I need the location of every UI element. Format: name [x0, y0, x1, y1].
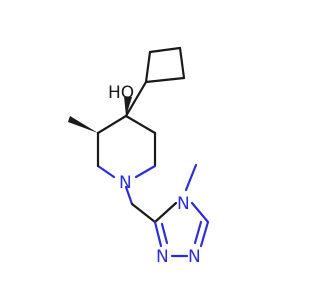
cyclobutyl-ring — [144, 46, 186, 84]
bond-n4-methyl — [184, 163, 198, 192]
bond-n4-c5t — [190, 201, 210, 224]
triazole-n1-label: N — [188, 247, 201, 267]
piperidine-nitrogen-label: N — [119, 173, 132, 193]
bond-n2-c3t-double-a — [153, 220, 163, 248]
bond-c3-c4 — [96, 114, 128, 135]
hydroxyl-label: HO — [108, 83, 134, 103]
bond-c4-cyclobutyl — [124, 80, 148, 118]
bond-c5t-n1-double-b — [193, 220, 203, 245]
structure-diagram: HO N N N N — [68, 46, 210, 267]
bond-cb-3 — [178, 46, 186, 80]
bond-c5t-n1-double-a — [199, 220, 210, 248]
wedge-bond-c3-methyl — [68, 116, 98, 133]
triazole-ring — [153, 201, 210, 258]
bond-cb-2 — [148, 46, 182, 54]
bond-cb-1 — [144, 50, 152, 84]
bond-n1-c2 — [96, 164, 116, 179]
piperidine-ring — [96, 114, 157, 179]
bond-c3t-n4 — [153, 201, 178, 224]
molecule-canvas: HO N N N N — [68, 46, 210, 267]
bond-n1-ch2 — [124, 185, 134, 206]
bond-c6-n1 — [134, 164, 157, 179]
bond-n2-c3t-double-b — [160, 222, 169, 245]
triazole-n2-label: N — [156, 247, 169, 267]
bond-ch2-triazole — [130, 202, 157, 224]
wedge-bond-c4-oh — [124, 96, 132, 116]
bond-c4-c5 — [124, 114, 157, 135]
bond-cb-4 — [144, 76, 186, 84]
triazole-n4-label: N — [177, 194, 190, 214]
